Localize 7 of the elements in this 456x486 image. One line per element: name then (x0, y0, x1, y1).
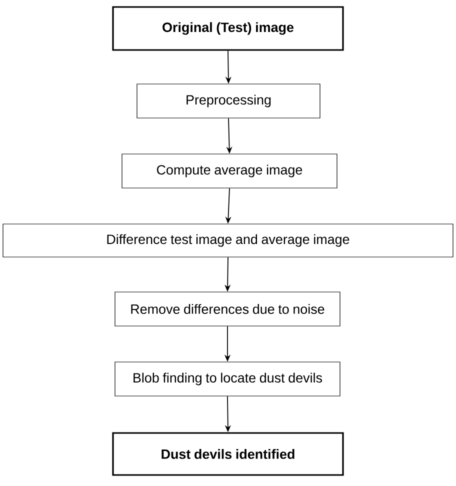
process-box: Remove differences due to noise (114, 292, 340, 326)
process-box: Preprocessing (136, 84, 320, 118)
process-box: Original (Test) image (112, 6, 344, 51)
process-box: Blob finding to locate dust devils (114, 362, 340, 396)
process-box: Dust devils identified (112, 432, 344, 476)
process-box: Difference test image and average image (2, 224, 454, 258)
process-box: Compute average image (122, 154, 338, 188)
